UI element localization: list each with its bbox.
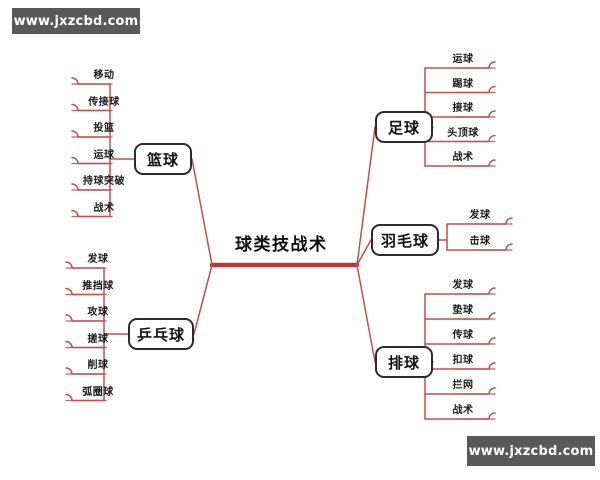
leaf-label-table-tennis-4[interactable]: 削球 — [87, 360, 109, 371]
leaf-label-volleyball-5[interactable]: 战术 — [452, 405, 474, 416]
branch-node-football[interactable]: 足球 — [375, 111, 433, 143]
center-node-label: 球类技战术 — [235, 235, 328, 255]
branch-node-label: 篮球 — [146, 150, 179, 169]
leaf-label-volleyball-1[interactable]: 垫球 — [452, 305, 474, 316]
leaf-label-football-2[interactable]: 接球 — [452, 103, 474, 114]
leaf-label-basketball-0[interactable]: 移动 — [93, 70, 115, 81]
branch-node-badminton[interactable]: 羽毛球 — [371, 224, 439, 256]
leaf-label-basketball-2[interactable]: 投篮 — [93, 123, 115, 134]
leaf-label-table-tennis-5[interactable]: 弧圈球 — [82, 386, 114, 398]
branch-node-label: 羽毛球 — [380, 231, 429, 250]
leaf-label-table-tennis-1[interactable]: 推挡球 — [82, 280, 114, 292]
leaf-label-basketball-3[interactable]: 运球 — [93, 149, 115, 161]
leaf-label-basketball-1[interactable]: 传接球 — [88, 96, 120, 108]
leaf-label-volleyball-0[interactable]: 发球 — [452, 280, 474, 291]
leaf-label-volleyball-2[interactable]: 传球 — [452, 330, 474, 341]
leaf-label-table-tennis-0[interactable]: 发球 — [87, 254, 109, 265]
watermark-top: www.jxzcbd.com — [12, 8, 140, 34]
watermark-bottom: www.jxzcbd.com — [467, 436, 595, 466]
leaf-label-football-1[interactable]: 踢球 — [452, 78, 474, 90]
leaf-label-football-0[interactable]: 运球 — [452, 54, 474, 65]
branch-node-label: 足球 — [387, 118, 420, 137]
leaf-label-badminton-1[interactable]: 击球 — [469, 236, 491, 247]
branch-node-table-tennis[interactable]: 乒乓球 — [128, 318, 194, 350]
leaf-label-volleyball-3[interactable]: 扣球 — [452, 355, 474, 366]
branch-node-basketball[interactable]: 篮球 — [134, 143, 192, 175]
leaf-label-football-3[interactable]: 头顶球 — [447, 127, 479, 139]
leaf-label-basketball-5[interactable]: 战术 — [93, 202, 115, 214]
branch-node-label: 乒乓球 — [136, 325, 185, 344]
leaf-label-table-tennis-3[interactable]: 搓球 — [87, 333, 109, 345]
leaf-label-basketball-4[interactable]: 持球突破 — [83, 176, 125, 187]
leaf-label-football-4[interactable]: 战术 — [452, 152, 474, 163]
branch-node-volleyball[interactable]: 排球 — [375, 346, 433, 378]
leaf-label-table-tennis-2[interactable]: 攻球 — [87, 307, 109, 318]
branch-node-label: 排球 — [387, 353, 420, 372]
leaf-label-badminton-0[interactable]: 发球 — [469, 210, 491, 221]
leaf-label-volleyball-4[interactable]: 拦网 — [452, 380, 474, 391]
